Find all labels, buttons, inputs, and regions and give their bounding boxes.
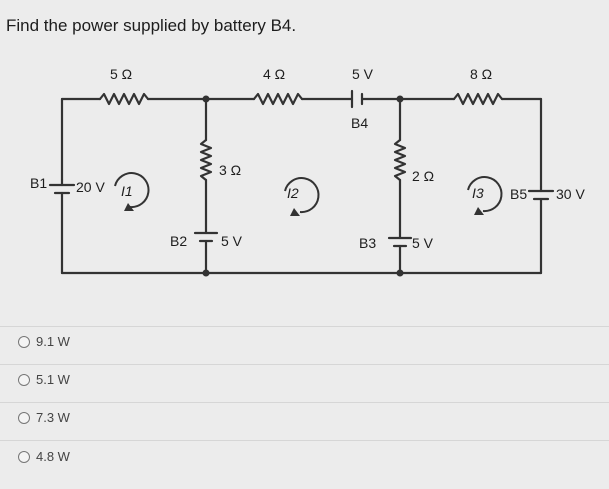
label-b2-name: B2 xyxy=(170,233,187,249)
arrowhead-icon xyxy=(124,203,134,211)
choice-2[interactable]: 5.1 W xyxy=(18,372,70,387)
resistor-8-ohm xyxy=(452,92,504,106)
current-i3-arrow xyxy=(467,176,503,213)
arrowhead-icon xyxy=(290,208,300,216)
resistor-3-ohm xyxy=(199,138,213,182)
question-text: Find the power supplied by battery B4. xyxy=(6,16,297,35)
label-2-ohm: 2 Ω xyxy=(412,168,434,184)
label-b1-voltage: 20 V xyxy=(76,179,105,195)
divider xyxy=(0,440,609,441)
junction-dot xyxy=(396,95,404,103)
label-b4-name: B4 xyxy=(351,115,368,131)
choice-3[interactable]: 7.3 W xyxy=(18,410,70,425)
radio-button[interactable] xyxy=(18,373,30,386)
choice-label: 5.1 W xyxy=(36,372,70,387)
junction-dot xyxy=(202,95,210,103)
current-i2-arrow xyxy=(284,177,320,214)
choice-label: 4.8 W xyxy=(36,449,70,464)
label-b3-name: B3 xyxy=(359,235,376,251)
label-4-ohm: 4 Ω xyxy=(263,66,285,82)
radio-button[interactable] xyxy=(18,335,30,348)
label-3-ohm: 3 Ω xyxy=(219,162,241,178)
label-b3-voltage: 5 V xyxy=(412,235,434,251)
label-b4-voltage: 5 V xyxy=(352,66,374,82)
radio-button[interactable] xyxy=(18,411,30,424)
divider xyxy=(0,402,609,403)
label-i3: I3 xyxy=(472,185,484,201)
circuit-diagram: 5 Ω 4 Ω 8 Ω 5 V B4 3 Ω 2 Ω B1 20 V B2 5 … xyxy=(30,66,585,277)
divider xyxy=(0,364,609,365)
current-i1-arrow xyxy=(114,172,150,209)
label-b1-name: B1 xyxy=(30,175,47,191)
choice-4[interactable]: 4.8 W xyxy=(18,449,70,464)
choice-label: 7.3 W xyxy=(36,410,70,425)
label-b5-name: B5 xyxy=(510,186,527,202)
resistor-5-ohm xyxy=(98,92,150,106)
label-i2: I2 xyxy=(287,185,299,201)
label-8-ohm: 8 Ω xyxy=(470,66,492,82)
label-b5-voltage: 30 V xyxy=(556,186,585,202)
label-5-ohm: 5 Ω xyxy=(110,66,132,82)
resistor-2-ohm xyxy=(393,138,407,182)
choice-1[interactable]: 9.1 W xyxy=(18,334,70,349)
label-b2-voltage: 5 V xyxy=(221,233,243,249)
resistor-4-ohm xyxy=(252,92,304,106)
label-i1: I1 xyxy=(121,183,133,199)
divider xyxy=(0,326,609,327)
junction-dot xyxy=(202,269,210,277)
radio-button[interactable] xyxy=(18,450,30,463)
choice-label: 9.1 W xyxy=(36,334,70,349)
arrowhead-icon xyxy=(474,207,484,215)
junction-dot xyxy=(396,269,404,277)
